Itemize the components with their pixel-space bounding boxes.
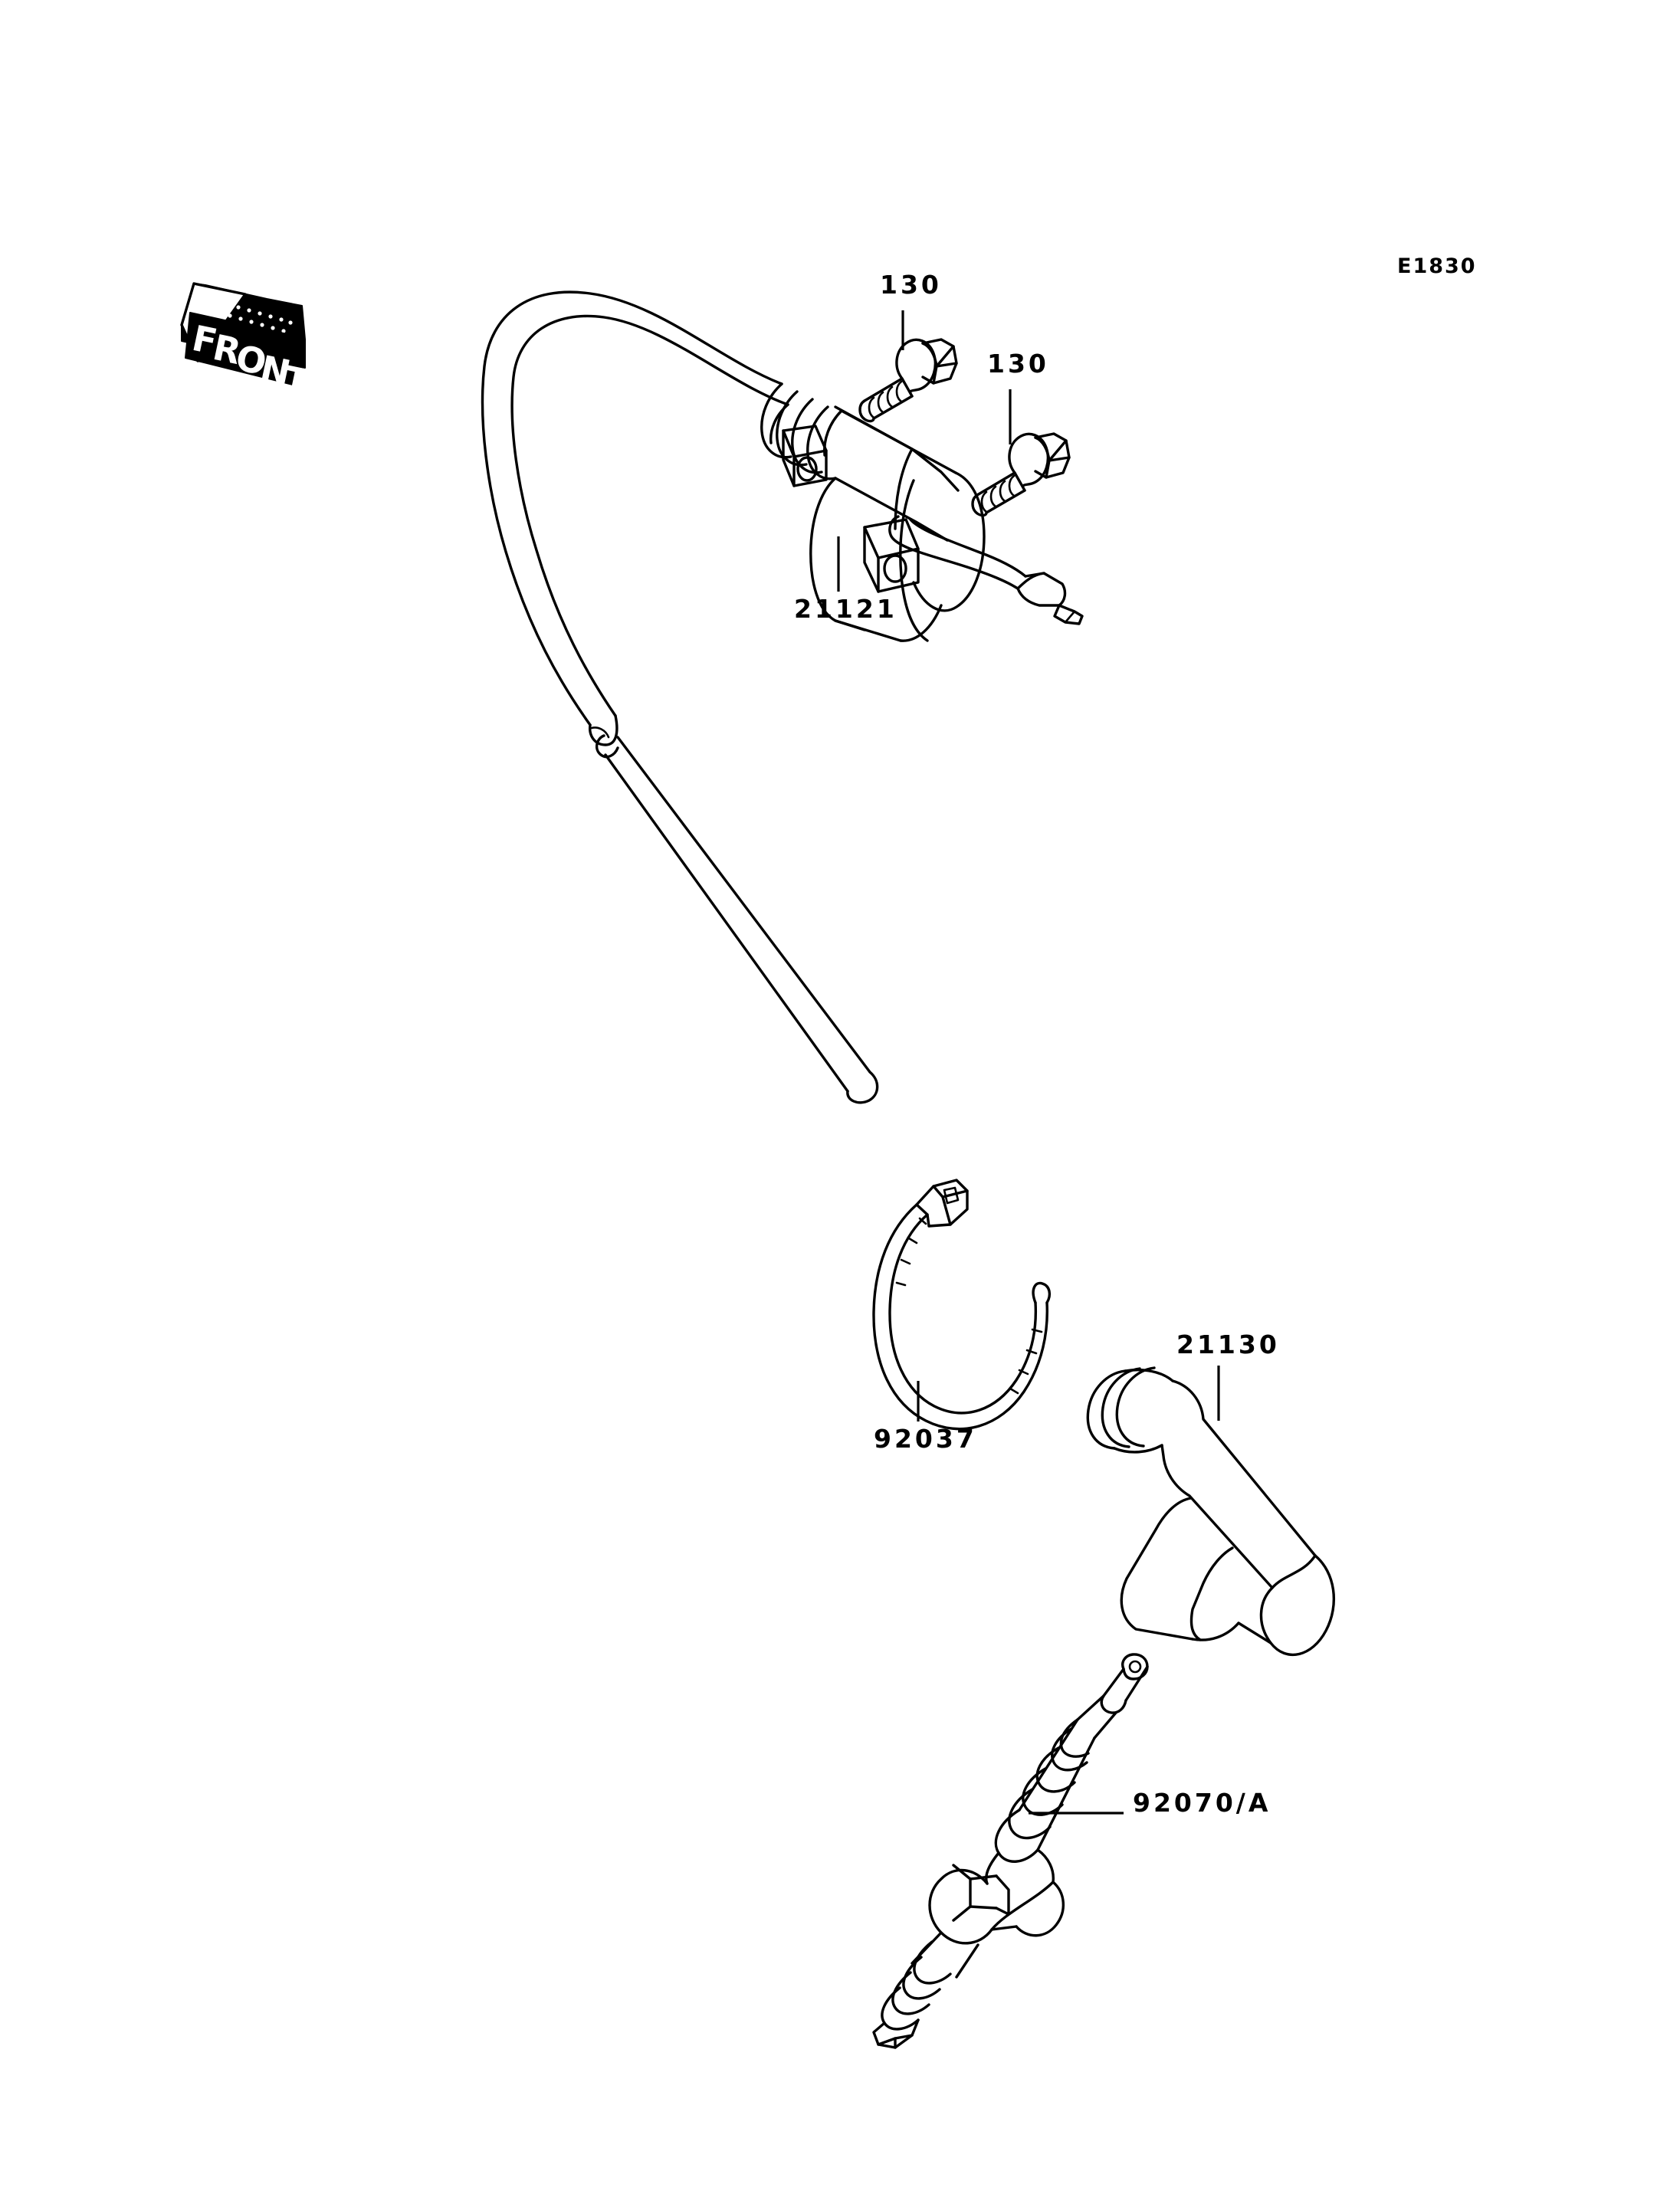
callout-bolt-lower: 130 (987, 349, 1049, 379)
plug-cap-collar (1086, 1366, 1174, 1454)
callout-plug-cap: 21130 (1176, 1330, 1280, 1359)
mounting-bolt-upper (858, 338, 958, 423)
coil-mount-tab-upper (782, 425, 828, 487)
coil-primary-lead (888, 515, 1084, 625)
front-arrow-icon: F R O N T (180, 282, 313, 404)
cable-tie (872, 1179, 1052, 1431)
coil-mount-tab-lower (863, 518, 920, 593)
callout-bolt-upper: 130 (880, 270, 942, 300)
spark-plug (872, 1653, 1149, 2049)
leader-lines (837, 310, 1220, 1815)
high-tension-lead-upper (481, 290, 789, 746)
spark-plug-cap (1086, 1366, 1336, 1656)
callout-spark-plug: 92070/A (1133, 1788, 1271, 1818)
high-tension-lead-lower (595, 734, 879, 1104)
callout-cable-tie: 92037 (874, 1424, 977, 1454)
page-code: E1830 (1397, 254, 1477, 278)
mounting-bolt-lower (971, 432, 1071, 517)
callout-ignition-coil: 21121 (794, 594, 897, 624)
